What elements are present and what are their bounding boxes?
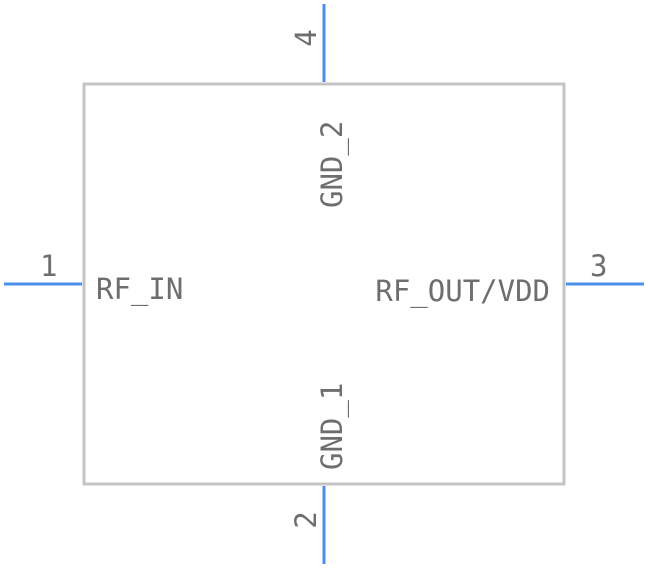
pin-4-name: GND_2 [315,121,350,208]
pin-4: 4 GND_2 [289,4,350,208]
pin-2: 2 GND_1 [289,383,350,564]
pin-3: 3 RF_OUT/VDD [375,249,644,309]
pin-4-number: 4 [289,29,323,46]
pin-2-number: 2 [289,511,323,528]
pin-1-number: 1 [40,249,57,283]
component-body [82,82,566,486]
pin-1-name: RF_IN [96,272,183,307]
pin-1: 1 RF_IN [4,249,183,307]
pin-3-name: RF_OUT/VDD [375,274,550,309]
pin-3-number: 3 [590,249,607,283]
pin-2-name: GND_1 [315,383,350,470]
